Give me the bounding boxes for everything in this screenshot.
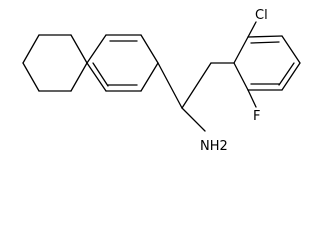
bond	[22, 34, 40, 64]
bond	[181, 62, 212, 109]
bond	[140, 34, 159, 64]
bond	[140, 62, 159, 92]
amine-label: NH2	[200, 139, 228, 154]
bond	[70, 34, 88, 64]
bond	[281, 35, 301, 64]
bond-to-chlorine	[247, 21, 257, 38]
bond-to-fluorine	[247, 89, 257, 108]
bond	[157, 62, 183, 109]
double-bond-inner	[92, 62, 109, 87]
bond	[233, 36, 249, 64]
bond	[70, 62, 88, 92]
bond	[247, 35, 283, 38]
double-bond-inner	[250, 41, 280, 44]
bond	[86, 34, 107, 64]
bond	[281, 62, 301, 91]
double-bond-inner	[278, 62, 295, 86]
bond-layer	[22, 21, 301, 132]
bond	[233, 62, 249, 91]
atom-labels: Cl F NH2	[200, 8, 268, 154]
structure-diagram: Cl F NH2	[22, 8, 301, 154]
fluorine-label: F	[253, 109, 260, 124]
chlorine-label: Cl	[255, 8, 268, 23]
bond	[181, 107, 206, 132]
bond	[22, 62, 40, 92]
bond	[86, 62, 107, 92]
